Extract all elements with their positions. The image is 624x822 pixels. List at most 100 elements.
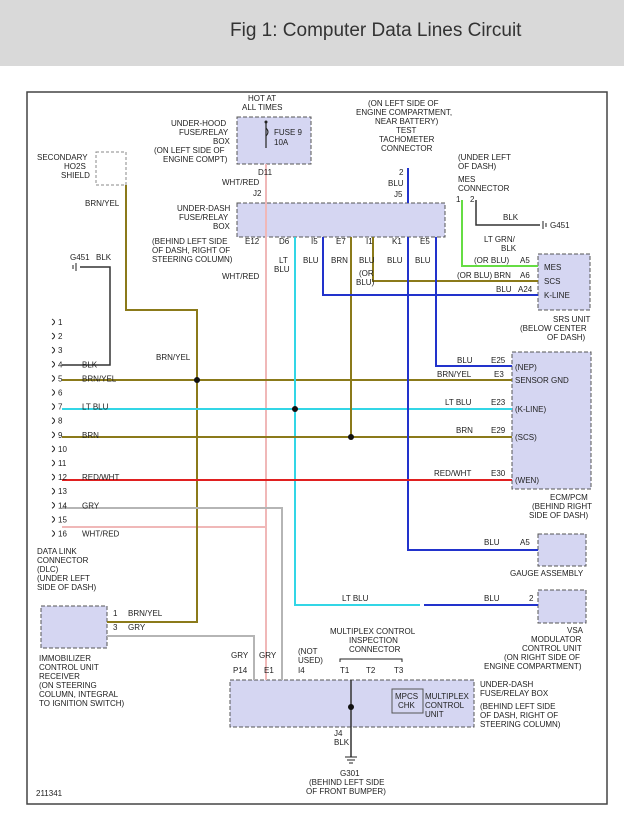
label-brn-yel-e3: BRN/YEL	[437, 370, 472, 379]
underdash2-line-5: STEERING COLUMN)	[480, 720, 561, 729]
t-bracket	[339, 658, 403, 662]
dlc-pin-mark	[51, 487, 55, 495]
vsa-line-4: (ON RIGHT SIDE OF	[504, 653, 580, 662]
label-a24: A24	[518, 285, 533, 294]
dlc-wire-label: RED/WHT	[82, 473, 119, 482]
label-immob-pin3: 3	[113, 623, 118, 632]
dlc-pin-number: 8	[58, 417, 63, 426]
figure-title: Fig 1: Computer Data Lines Circuit	[230, 20, 522, 41]
dlc-pin-mark	[51, 445, 55, 453]
wire-lt-blu	[294, 237, 420, 606]
immob-line-4: (ON STEERING	[39, 681, 97, 690]
dlc-pin-mark	[51, 431, 55, 439]
srs-line-2: (BELOW CENTER	[520, 324, 587, 333]
dlc-line-2: CONNECTOR	[37, 556, 89, 565]
label-or-blu-a6: (OR BLU)	[457, 271, 492, 280]
dlc-pin-mark	[51, 318, 55, 326]
mpcs-line-1: MPCS	[395, 692, 418, 701]
fuse-label-2: 10A	[274, 138, 289, 147]
ecm-pin-kline: (K-LINE)	[515, 405, 546, 414]
immob-line-1: IMMOBILIZER	[39, 654, 91, 663]
wire-lt-grn-blk	[461, 200, 538, 267]
wire-blk-mes	[475, 200, 540, 226]
mux-unit-line-3: UNIT	[425, 710, 444, 719]
label-wht-red-mid: WHT/RED	[222, 272, 260, 281]
label-i4: I4	[298, 666, 305, 675]
label-e25: E25	[491, 356, 506, 365]
dlc-pin-mark	[51, 501, 55, 509]
vsa-line-2: MODULATOR	[531, 635, 582, 644]
ecm-pin-wen: (WEN)	[515, 476, 539, 485]
immob-line-5: COLUMN, INTEGRAL	[39, 690, 119, 699]
underhood-fuse-box	[236, 116, 312, 165]
dlc-pin-number: 1	[58, 318, 63, 327]
immob-line-3: RECEIVER	[39, 672, 80, 681]
label-j2: J2	[253, 189, 262, 198]
label-blu-gauge: BLU	[484, 538, 500, 547]
dlc-line-5: SIDE OF DASH)	[37, 583, 96, 592]
fuse-dot-top	[264, 120, 268, 124]
label-e5: E5	[420, 237, 430, 246]
mux-insp-line-1: MULTIPLEX CONTROL	[330, 627, 416, 636]
label-blu-e5: BLU	[415, 256, 431, 265]
dlc-pin-number: 6	[58, 389, 63, 398]
srs-line-3: OF DASH)	[547, 333, 586, 342]
label-a6: A6	[520, 271, 530, 280]
vsa-line-3: CONTROL UNIT	[522, 644, 582, 653]
wire-blu-ecm	[435, 237, 512, 367]
label-e29: E29	[491, 426, 506, 435]
splice-lt-blu	[292, 406, 298, 412]
srs-pin-mes: MES	[544, 263, 561, 272]
tach-line-1: (ON LEFT SIDE OF	[368, 99, 439, 108]
label-k1: K1	[392, 237, 402, 246]
underdash-line-2: FUSE/RELAY	[179, 213, 229, 222]
label-blu-k1: BLU	[387, 256, 403, 265]
underhood-line-3: BOX	[213, 137, 231, 146]
underdash-line-6: STEERING COLUMN)	[152, 255, 233, 264]
dlc-pin-mark	[51, 346, 55, 354]
dlc-pin-number: 15	[58, 515, 67, 524]
ecm-line-3: SIDE OF DASH)	[529, 511, 588, 520]
label-lt-grn: LT GRN/	[484, 235, 516, 244]
dlc-pin-number: 7	[58, 403, 63, 412]
gauge-label: GAUGE ASSEMBLY	[510, 569, 584, 578]
dlc-pin-mark	[51, 389, 55, 396]
ecm-pin-scs: (SCS)	[515, 433, 537, 442]
underhood-line-4: (ON LEFT SIDE OF	[154, 146, 225, 155]
underdash-line-5: OF DASH, RIGHT OF	[152, 246, 230, 255]
label-e3: E3	[494, 370, 504, 379]
label-gry-p14: GRY	[231, 651, 249, 660]
label-a5-gauge: A5	[520, 538, 530, 547]
dlc-line-4: (UNDER LEFT	[37, 574, 90, 583]
underdash2-line-1: UNDER-DASH	[480, 680, 534, 689]
underdash-fuse-box	[236, 202, 446, 238]
label-i5: I5	[311, 237, 318, 246]
label-mes-pin1: 1	[456, 195, 461, 204]
mux-insp-line-2: INSPECTION	[349, 636, 398, 645]
label-e23: E23	[491, 398, 506, 407]
label-brn-e7: BRN	[331, 256, 348, 265]
label-brn-yel-mid: BRN/YEL	[156, 353, 191, 362]
mux-unit-line-2: CONTROL	[425, 701, 465, 710]
label-wht-red-top: WHT/RED	[222, 178, 260, 187]
ecm-line-1: ECM/PCM	[550, 493, 588, 502]
dlc-pin-number: 9	[58, 431, 63, 440]
label-blk-mes: BLK	[503, 213, 519, 222]
mpcs-line-2: CHK	[398, 701, 416, 710]
label-j4: J4	[334, 729, 343, 738]
label-d11: D11	[258, 168, 273, 177]
wire-blu-gauge	[407, 237, 538, 551]
label-blu-d6: BLU	[274, 265, 290, 274]
underdash-line-4: (BEHIND LEFT SIDE	[152, 237, 227, 246]
wire-blu-srs	[322, 237, 538, 296]
wire-blk-g451	[62, 266, 111, 366]
hot-line-2: ALL TIMES	[242, 103, 282, 112]
dlc-pin-number: 12	[58, 473, 67, 482]
label-blu-i1: BLU	[359, 256, 375, 265]
ho2s-line-3: SHIELD	[61, 171, 90, 180]
label-gry-immob: GRY	[128, 623, 146, 632]
dlc-pin-mark	[51, 530, 55, 537]
dlc-pin-number: 3	[58, 346, 63, 355]
fuse-curve	[265, 127, 269, 137]
